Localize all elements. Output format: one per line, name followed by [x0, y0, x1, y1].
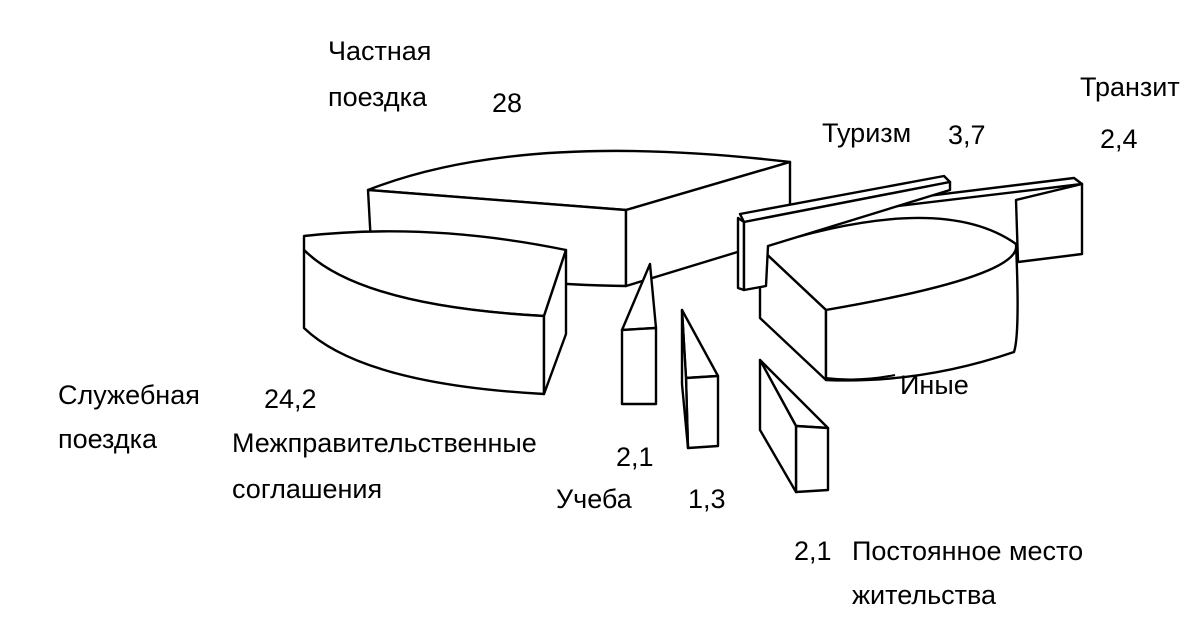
slice-private-face-1	[366, 149, 792, 212]
slice-transit-face-2	[1014, 182, 1084, 264]
slice-other	[758, 216, 1019, 382]
value-private: 28	[492, 88, 522, 118]
label-residence-1: Постоянное место	[852, 536, 1083, 566]
label-business-2: поездка	[58, 424, 158, 454]
other-leader-line	[825, 374, 896, 381]
pie-slices	[302, 149, 1084, 494]
value-interg: 2,1	[616, 442, 654, 472]
label-tourism: Туризм	[822, 118, 911, 148]
label-transit: Транзит	[1080, 72, 1180, 102]
slice-residence-face-3	[758, 358, 798, 494]
slice-intergovernmental-face-2	[620, 326, 658, 406]
slice-business	[302, 230, 568, 396]
label-private-1: Частная	[328, 36, 431, 66]
slice-study-face-3	[680, 308, 690, 450]
value-transit: 2,4	[1100, 124, 1138, 154]
slice-intergovernmental	[620, 262, 658, 406]
slice-tourism-face-3	[742, 180, 952, 292]
slice-residence-face-2	[794, 424, 830, 494]
slice-residence	[758, 358, 830, 494]
label-residence-2: жительства	[852, 580, 997, 610]
slice-study	[680, 308, 720, 450]
slice-study-face-1	[680, 308, 720, 380]
slice-business-face-3	[542, 248, 568, 396]
value-study: 1,3	[688, 484, 726, 514]
label-other: Иные	[900, 370, 969, 400]
slice-other-face-3	[824, 242, 1019, 382]
label-private-2: поездка	[328, 82, 428, 112]
slice-tourism	[736, 174, 952, 292]
value-residence: 2,1	[794, 536, 832, 566]
label-business-1: Служебная	[58, 380, 200, 410]
label-interg-2: соглашения	[232, 474, 382, 504]
value-business: 24,2	[264, 384, 317, 414]
value-tourism: 3,7	[948, 120, 986, 150]
label-interg-1: Межправительственные	[232, 428, 537, 458]
label-study: Учеба	[556, 484, 633, 514]
slice-study-face-2	[684, 374, 720, 450]
